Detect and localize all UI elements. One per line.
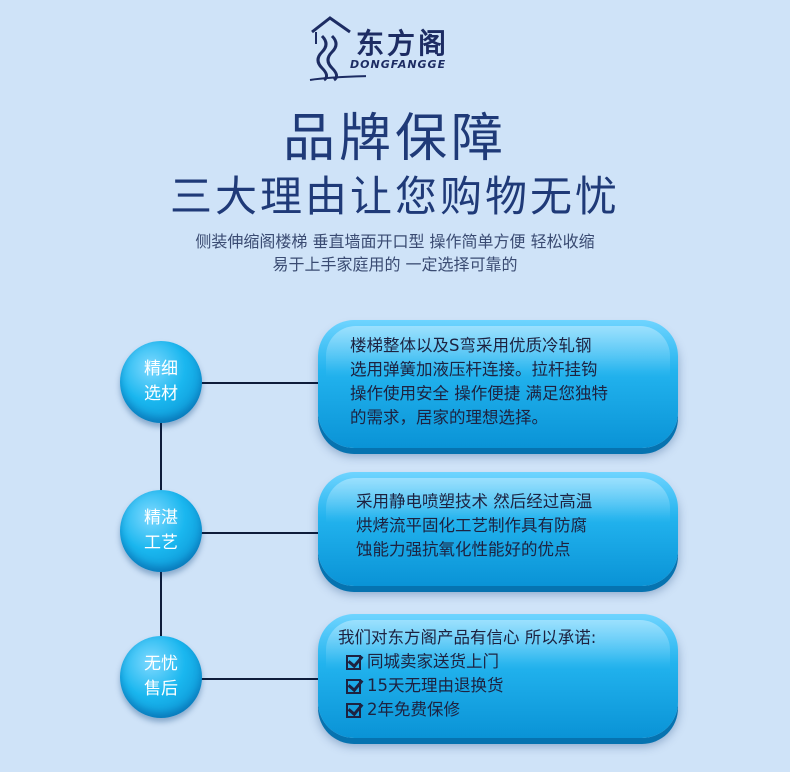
- promise-label: 15天无理由退换货: [367, 676, 504, 695]
- panel-text: 我们对东方阁产品有信心 所以承诺: 同城卖家送货上门 15天无理由退换货 2年免…: [318, 614, 678, 722]
- badge-label: 精湛: [144, 508, 178, 528]
- badge-label: 无忧: [144, 654, 178, 674]
- connector-horizontal: [200, 532, 320, 534]
- badge-label: 精细: [144, 359, 178, 379]
- feature-panel-aftersales: 我们对东方阁产品有信心 所以承诺: 同城卖家送货上门 15天无理由退换货 2年免…: [318, 614, 678, 738]
- panel-line: 选用弹簧加液压杆连接。拉杆挂钩: [350, 360, 598, 379]
- connector-vertical: [160, 566, 162, 650]
- feature-badge-aftersales: 无忧 售后: [120, 636, 202, 718]
- checkbox-checked-icon: [346, 654, 361, 670]
- promise-label: 同城卖家送货上门: [367, 652, 499, 671]
- panel-line: 楼梯整体以及S弯采用优质冷轧钢: [350, 336, 592, 355]
- connector-horizontal: [200, 678, 320, 680]
- feature-badge-materials: 精细 选材: [120, 341, 202, 423]
- badge-label: 选材: [144, 384, 178, 404]
- badge-label: 售后: [144, 679, 178, 699]
- panel-text: 采用静电喷塑技术 然后经过高温 烘烤流平固化工艺制作具有防腐 蚀能力强抗氧化性能…: [318, 472, 678, 562]
- feature-panel-materials: 楼梯整体以及S弯采用优质冷轧钢 选用弹簧加液压杆连接。拉杆挂钩 操作使用安全 操…: [318, 320, 678, 448]
- page-subtitle: 三大理由让您购物无忧: [169, 172, 620, 221]
- panel-intro: 我们对东方阁产品有信心 所以承诺:: [338, 628, 597, 647]
- logo-subtitle: DONGFANGGE: [350, 58, 447, 71]
- promise-item: 同城卖家送货上门: [338, 650, 654, 674]
- promise-label: 2年免费保修: [367, 700, 460, 719]
- staircase-logo-icon: [309, 16, 366, 82]
- panel-line: 采用静电喷塑技术 然后经过高温: [356, 492, 593, 511]
- connector-horizontal: [200, 382, 320, 384]
- checkbox-checked-icon: [346, 678, 361, 694]
- description-line: 易于上手家庭用的 一定选择可靠的: [272, 255, 518, 274]
- panel-line: 操作使用安全 操作便捷 满足您独特: [350, 384, 608, 403]
- panel-line: 的需求，居家的理想选择。: [350, 408, 548, 427]
- feature-panel-craft: 采用静电喷塑技术 然后经过高温 烘烤流平固化工艺制作具有防腐 蚀能力强抗氧化性能…: [318, 472, 678, 586]
- promise-item: 15天无理由退换货: [338, 674, 654, 698]
- page-title: 品牌保障: [282, 109, 507, 169]
- badge-label: 工艺: [144, 533, 178, 553]
- description-line: 侧装伸缩阁楼梯 垂直墙面开口型 操作简单方便 轻松收缩: [195, 232, 595, 251]
- panel-line: 蚀能力强抗氧化性能好的优点: [356, 540, 571, 559]
- connector-vertical: [160, 420, 162, 506]
- logo-name: 东方阁: [356, 27, 450, 60]
- brand-logo: 东方阁 DONGFANGGE: [306, 14, 486, 84]
- checkbox-checked-icon: [346, 702, 361, 718]
- panel-text: 楼梯整体以及S弯采用优质冷轧钢 选用弹簧加液压杆连接。拉杆挂钩 操作使用安全 操…: [318, 320, 678, 430]
- panel-line: 烘烤流平固化工艺制作具有防腐: [356, 516, 587, 535]
- promise-item: 2年免费保修: [338, 698, 654, 722]
- feature-badge-craft: 精湛 工艺: [120, 490, 202, 572]
- description: 侧装伸缩阁楼梯 垂直墙面开口型 操作简单方便 轻松收缩 易于上手家庭用的 一定选…: [0, 230, 790, 276]
